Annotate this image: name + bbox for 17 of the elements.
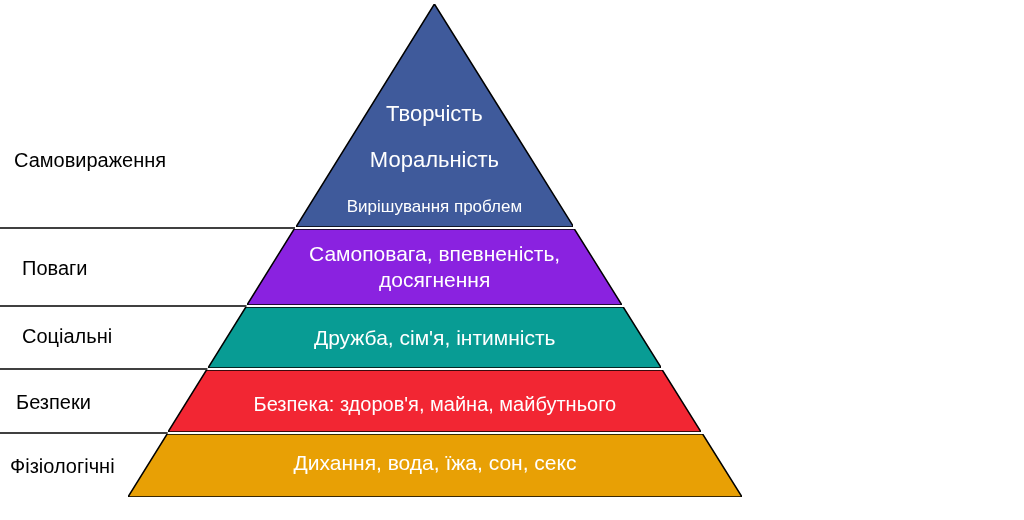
level-label: Поваги xyxy=(22,256,88,280)
level-label: Фізіологічні xyxy=(10,454,115,478)
pyramid-top-triangle xyxy=(295,4,574,227)
tier-text: Вирішування проблем xyxy=(345,196,524,218)
tier-text: Безпека: здоров'я, майна, майбутнього xyxy=(252,391,618,417)
level-label: Соціальні xyxy=(22,324,113,348)
pyramid-tier xyxy=(128,434,742,497)
tier-text: Дихання, вода, їжа, сон, секс xyxy=(292,449,578,476)
tier-text: Самоповага, впевненість, досягнення xyxy=(308,240,562,293)
level-label: Самовираження xyxy=(14,148,167,172)
tier-text: Дружба, сім'я, інтимність xyxy=(312,324,557,351)
level-label: Безпеки xyxy=(16,390,91,414)
tier-text: Творчість xyxy=(385,100,484,128)
pyramid-tier xyxy=(168,370,702,432)
pyramid-tier xyxy=(208,307,662,368)
pyramid-tier xyxy=(247,229,623,305)
tier-text: Моральність xyxy=(368,146,500,174)
